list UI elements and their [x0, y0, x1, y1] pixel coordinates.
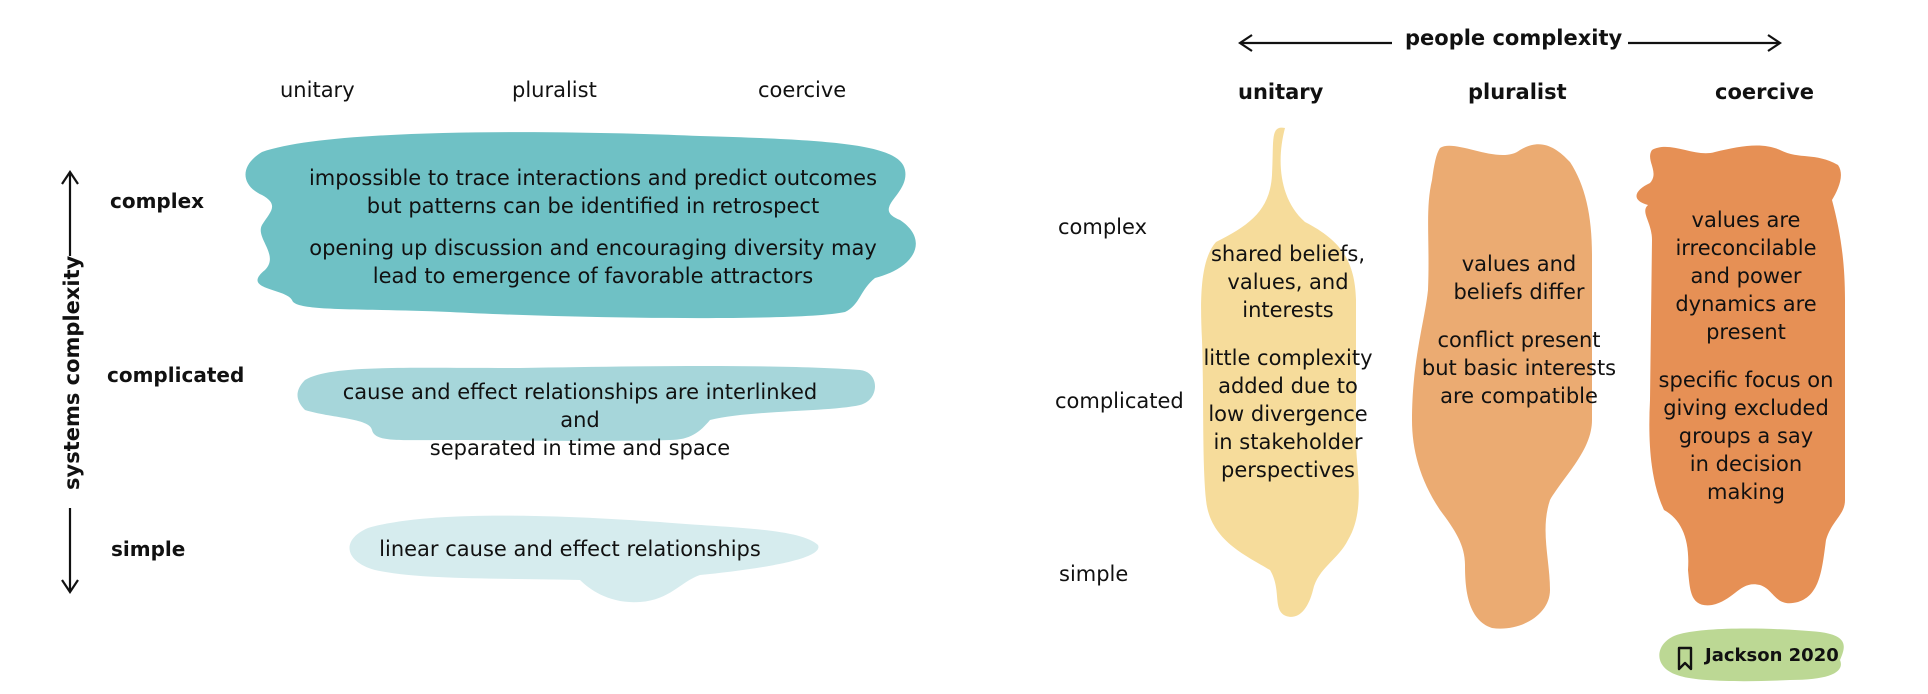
pluralist-p1-line-2: beliefs differ [1453, 280, 1585, 304]
coercive-p2-line-5: making [1707, 480, 1785, 504]
complex-blob [245, 132, 916, 319]
left-column-unitary: unitary [280, 78, 355, 102]
right-row-complex: complex [1058, 215, 1147, 239]
unitary-p2-line-5: perspectives [1221, 458, 1355, 482]
right-row-complicated: complicated [1055, 389, 1184, 413]
bookmark-icon [1677, 646, 1693, 671]
complex-line-3: opening up discussion and encouraging di… [309, 236, 877, 260]
people-complexity-axis [1238, 34, 1782, 52]
pluralist-p1-line-1: values and [1461, 252, 1577, 276]
systems-complexity-label: systems complexity [60, 255, 84, 490]
complex-blob-text: impossible to trace interactions and pre… [300, 164, 886, 290]
right-column-coercive: coercive [1715, 80, 1815, 104]
systems-complexity-axis [61, 170, 79, 594]
unitary-p1-line-1: shared beliefs, [1210, 242, 1366, 266]
unitary-p2-line-4: in stakeholder [1213, 430, 1363, 454]
coercive-p1-line-3: and power [1690, 264, 1802, 288]
complex-line-2: but patterns can be identified in retros… [366, 194, 820, 218]
coercive-p1-line-2: irreconcilable [1675, 236, 1817, 260]
complicated-blob [297, 366, 875, 441]
citation-label: Jackson 2020 [1705, 645, 1839, 666]
coercive-blob-text: values are irreconcilable and power dyna… [1638, 206, 1854, 506]
left-row-complex: complex [110, 189, 205, 213]
coercive-p2-line-4: in decision [1689, 452, 1803, 476]
left-row-complicated: complicated [107, 363, 245, 387]
left-column-coercive: coercive [758, 78, 847, 102]
right-column-pluralist: pluralist [1468, 80, 1567, 104]
citation-badge-shape [1659, 628, 1844, 682]
simple-blob [349, 515, 819, 603]
right-column-unitary: unitary [1238, 80, 1324, 104]
simple-blob-text: linear cause and effect relationships [360, 535, 780, 563]
pluralist-p2-line-1: conflict present [1437, 328, 1601, 352]
pluralist-blob [1412, 144, 1592, 629]
coercive-p2-line-2: giving excluded [1663, 396, 1829, 420]
coercive-blob [1636, 145, 1845, 606]
unitary-p2-line-3: low divergence [1208, 402, 1368, 426]
left-column-pluralist: pluralist [512, 78, 597, 102]
left-row-simple: simple [111, 537, 186, 561]
unitary-p2-line-1: little complexity [1203, 346, 1373, 370]
complicated-line-1: cause and effect relationships are inter… [342, 380, 818, 432]
coercive-p2-line-3: groups a say [1678, 424, 1814, 448]
pluralist-p2-line-2: but basic interests [1421, 356, 1617, 380]
coercive-p1-line-4: dynamics are [1675, 292, 1817, 316]
coercive-p1-line-1: values are [1691, 208, 1801, 232]
complicated-blob-text: cause and effect relationships are inter… [320, 378, 840, 462]
coercive-p2-line-1: specific focus on [1658, 368, 1834, 392]
unitary-blob-text: shared beliefs, values, and interests li… [1196, 240, 1380, 484]
unitary-blob [1201, 127, 1359, 617]
complicated-line-2: separated in time and space [429, 436, 731, 460]
pluralist-p2-line-3: are compatible [1440, 384, 1598, 408]
complex-line-1: impossible to trace interactions and pre… [308, 166, 878, 190]
coercive-p1-line-5: present [1706, 320, 1786, 344]
unitary-p1-line-2: values, and [1227, 270, 1349, 294]
unitary-p2-line-2: added due to [1218, 374, 1358, 398]
complex-line-4: lead to emergence of favorable attractor… [372, 264, 814, 288]
people-complexity-label: people complexity [1405, 26, 1623, 50]
simple-line-1: linear cause and effect relationships [379, 537, 761, 561]
pluralist-blob-text: values and beliefs differ conflict prese… [1410, 250, 1628, 410]
unitary-p1-line-3: interests [1242, 298, 1334, 322]
right-row-simple: simple [1059, 562, 1129, 586]
